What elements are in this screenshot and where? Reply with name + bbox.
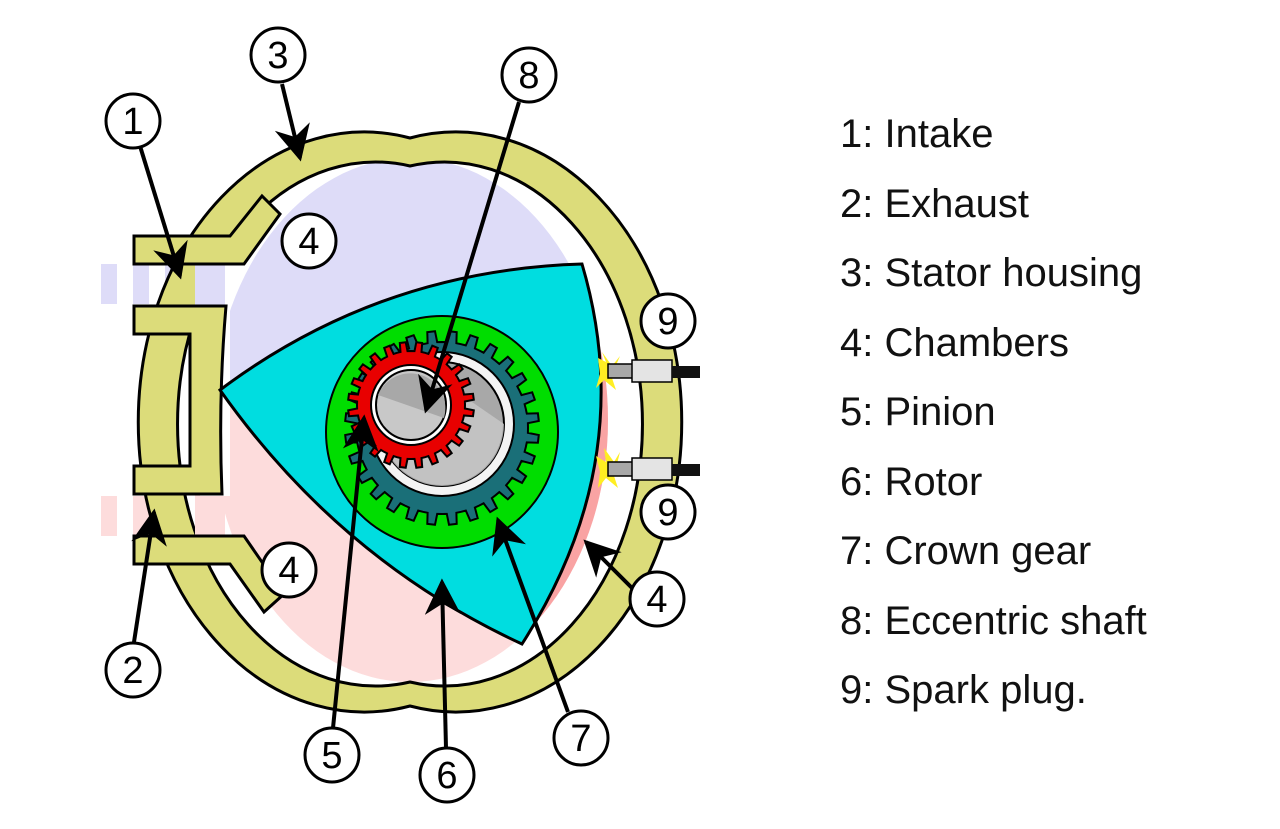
svg-text:3: 3 bbox=[267, 35, 288, 77]
svg-text:1: 1 bbox=[122, 101, 143, 143]
svg-text:8: 8 bbox=[518, 55, 539, 97]
leader-7 bbox=[492, 516, 570, 713]
spark-plug-upper bbox=[596, 352, 700, 390]
spark-plug-lower bbox=[596, 448, 700, 488]
callout-1: 1 bbox=[104, 92, 162, 150]
callout-3: 3 bbox=[249, 26, 307, 84]
svg-text:6: 6 bbox=[436, 755, 457, 797]
svg-text:4: 4 bbox=[646, 579, 667, 621]
callout-2: 2 bbox=[104, 641, 162, 699]
svg-text:4: 4 bbox=[278, 550, 299, 592]
callout-4-compression: 4 bbox=[628, 570, 686, 628]
callout-4-exhaust: 4 bbox=[260, 541, 318, 599]
callout-5: 5 bbox=[303, 726, 361, 784]
callout-9-upper: 9 bbox=[639, 292, 697, 350]
leader-lines bbox=[131, 83, 634, 749]
leader-8 bbox=[418, 101, 521, 414]
legend-item-rotor: 6: Rotor bbox=[840, 459, 983, 504]
legend-item-crown-gear: 7: Crown gear bbox=[840, 529, 1092, 573]
leader-1 bbox=[138, 145, 188, 280]
svg-text:4: 4 bbox=[298, 221, 319, 263]
leader-2 bbox=[131, 508, 167, 643]
callout-6: 6 bbox=[418, 746, 476, 804]
legend-item-pinion: 5: Pinion bbox=[840, 390, 996, 434]
port-divider bbox=[132, 304, 228, 496]
callout-4-intake: 4 bbox=[280, 212, 338, 270]
svg-text:7: 7 bbox=[570, 718, 591, 760]
leader-3 bbox=[274, 83, 310, 162]
exhaust-port-wall bbox=[132, 534, 286, 615]
leader-5 bbox=[331, 414, 379, 729]
legend-item-chambers: 4: Chambers bbox=[840, 320, 1069, 365]
svg-text:9: 9 bbox=[657, 301, 678, 343]
callout-9-lower: 9 bbox=[639, 483, 697, 541]
legend-item-intake: 1: Intake bbox=[840, 112, 994, 156]
legend-item-stator-housing: 3: Stator housing bbox=[840, 251, 1143, 295]
callout-7: 7 bbox=[552, 709, 610, 767]
leader-6 bbox=[424, 578, 461, 749]
legend-item-eccentric-shaft: 8: Eccentric shaft bbox=[840, 598, 1147, 643]
legend-item-spark-plug: 9: Spark plug. bbox=[840, 668, 1087, 712]
leader-4c bbox=[583, 539, 634, 590]
callout-8: 8 bbox=[500, 46, 558, 104]
legend: 1: Intake 2: Exhaust 3: Stator housing 4… bbox=[840, 108, 1147, 734]
svg-text:2: 2 bbox=[122, 650, 143, 692]
svg-text:5: 5 bbox=[321, 735, 342, 777]
svg-text:9: 9 bbox=[657, 492, 678, 534]
legend-item-exhaust: 2: Exhaust bbox=[840, 181, 1030, 226]
